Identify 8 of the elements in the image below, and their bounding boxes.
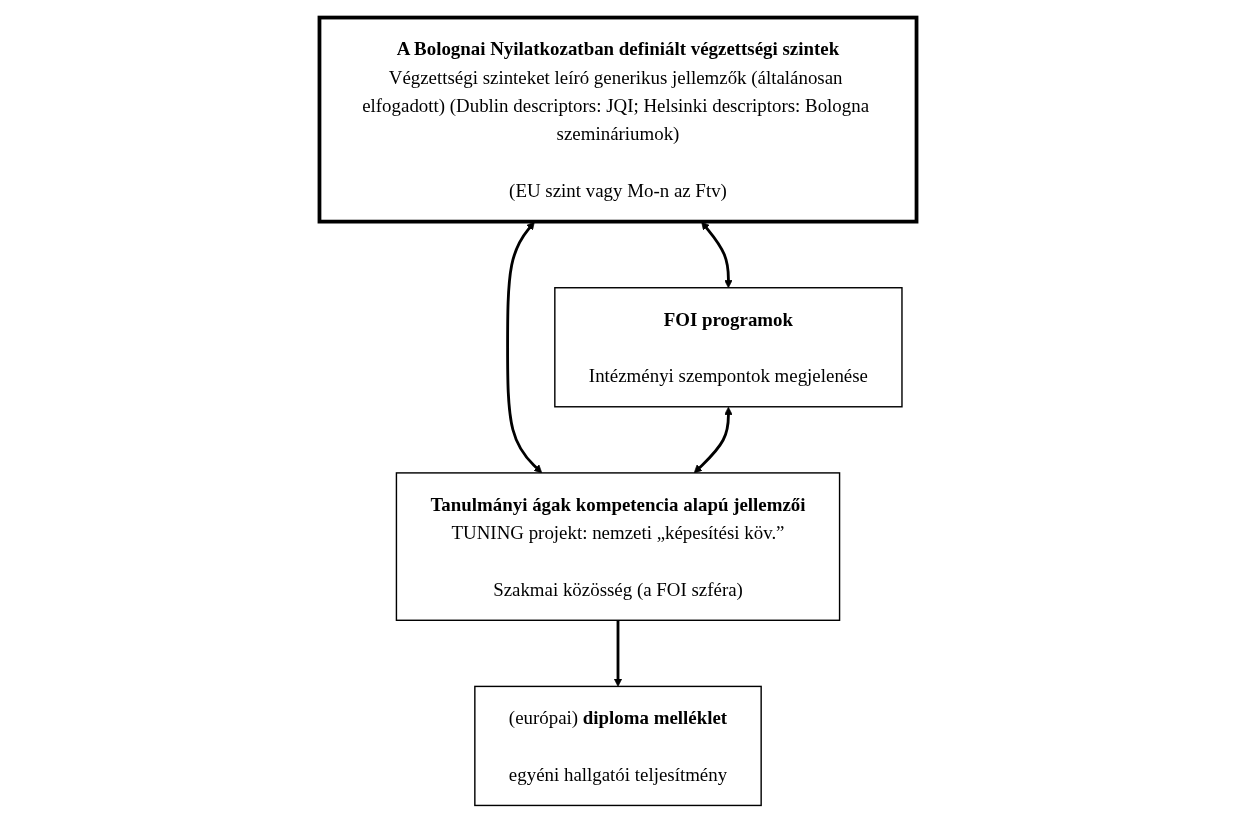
arrow [693, 406, 733, 474]
arrow [613, 620, 622, 687]
arrow [505, 221, 542, 474]
node-box: (európai) diploma melléklet egyéni hallgatói teljesítmény [473, 685, 762, 807]
node-box: FOI programok Intézményi szempontok megjelenése [553, 287, 903, 408]
node-box: A Bolognai Nyilatkozatban definiált végzettségi szintek Végzettségi szinteket leíró generikus jellemzők (általánosan elfogadott) (Dublin descriptors: JQI; Helsinki descriptors: Bologna szemináriumok) (EU szint vagy Mo-n az Ftv) [317, 15, 918, 224]
arrow [700, 221, 733, 289]
node-box: Tanulmányi ágak kompetencia alapú jellemzői TUNING projekt: nemzeti „képesítési köv.” Szakmai közösség (a FOI szféra) [395, 472, 840, 621]
